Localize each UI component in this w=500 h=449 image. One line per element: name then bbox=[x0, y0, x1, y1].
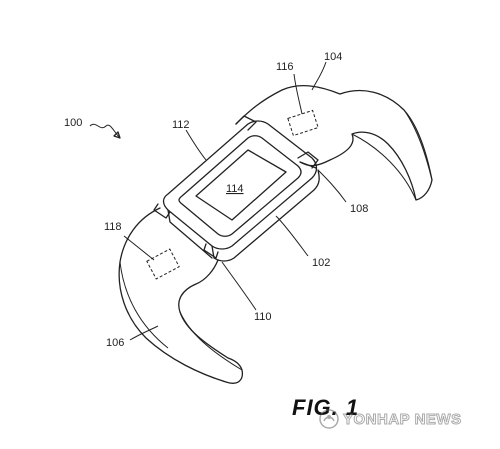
ref-114: 114 bbox=[226, 183, 244, 195]
device-arrow bbox=[89, 123, 121, 139]
ref-108: 108 bbox=[350, 203, 368, 215]
ref-102: 102 bbox=[312, 257, 330, 269]
sensor-116-outline bbox=[287, 109, 319, 137]
ref-112: 112 bbox=[172, 119, 190, 131]
ref-116: 116 bbox=[276, 61, 294, 73]
ref-118: 118 bbox=[104, 221, 122, 233]
upper-band bbox=[235, 84, 433, 201]
lower-band bbox=[118, 207, 244, 384]
watermark-text: YONHAP NEWS bbox=[343, 410, 462, 428]
ref-100: 100 bbox=[64, 117, 82, 129]
sensor-118-outline bbox=[146, 248, 180, 280]
connector-tabs bbox=[153, 115, 319, 259]
figure-label: FIG. 1 bbox=[292, 395, 360, 420]
ref-106: 106 bbox=[106, 337, 124, 349]
watermark: YONHAP NEWS bbox=[318, 408, 462, 430]
leader-lines bbox=[123, 61, 347, 341]
ref-110: 110 bbox=[254, 311, 272, 323]
news-logo-icon bbox=[319, 409, 339, 429]
ref-104: 104 bbox=[324, 51, 342, 63]
